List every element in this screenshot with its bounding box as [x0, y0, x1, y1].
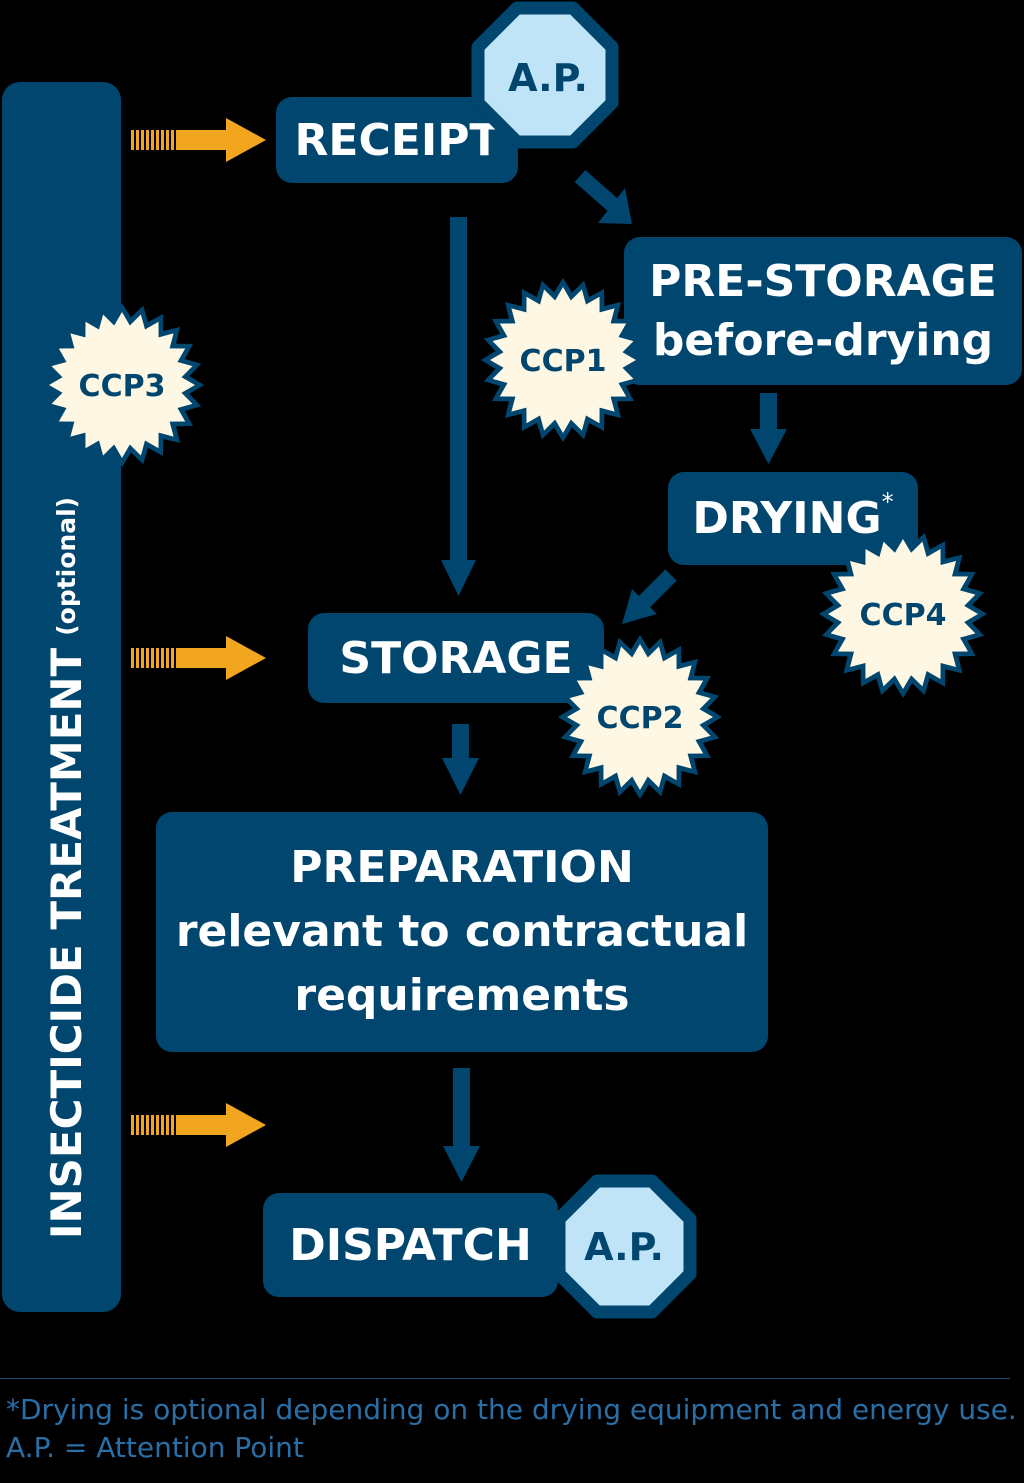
ap-octagon-bottom: [552, 1174, 697, 1319]
ccp4-badge: CCP4: [819, 530, 987, 698]
dispatch-label: DISPATCH: [289, 1219, 532, 1271]
ccp4-label: CCP4: [860, 598, 947, 633]
receipt-label: RECEIPT: [294, 114, 500, 166]
preparation-box: PREPARATION relevant to contractual requ…: [156, 812, 768, 1052]
ccp3-label: CCP3: [79, 369, 166, 404]
drying-label: DRYING: [692, 493, 882, 544]
drying-box: DRYING *: [668, 472, 918, 565]
pre-storage-sublabel: before-drying: [652, 315, 994, 366]
ccp4-burst-fill: [828, 539, 978, 689]
ccp1-label: CCP1: [520, 344, 607, 379]
ap-badge-bottom: A.P.: [552, 1174, 697, 1319]
ap-bottom-label: A.P.: [584, 1225, 664, 1269]
ccp1-burst-fill: [490, 287, 636, 433]
pre-storage-box: PRE-STORAGE before-drying: [624, 237, 1022, 385]
arrow-storage-to-preparation: [442, 724, 479, 795]
footnote-divider: [0, 1378, 1010, 1379]
ccp2-label: CCP2: [597, 701, 684, 736]
storage-label: STORAGE: [339, 632, 573, 684]
ccp1-badge: CCP1: [481, 278, 645, 442]
ap-octagon-top: [471, 1, 619, 149]
preparation-line-2: relevant to contractual: [175, 906, 749, 958]
ccp2-badge: CCP2: [558, 635, 722, 799]
arrow-receipt-to-storage: [441, 217, 476, 596]
orange-arrow-top: [131, 118, 266, 162]
orange-arrow-middle: [131, 636, 266, 680]
ccp3-badge: CCP3: [40, 303, 204, 467]
arrow-preparation-to-dispatch: [443, 1068, 480, 1182]
ccp3-burst-fill: [49, 312, 195, 458]
ap-top-label: A.P.: [508, 56, 588, 100]
ap-badge-top: A.P.: [471, 1, 619, 149]
drying-footnote-mark: *: [881, 488, 894, 516]
pre-storage-label: PRE-STORAGE: [649, 255, 997, 307]
dispatch-box: DISPATCH: [263, 1193, 558, 1297]
storage-box: STORAGE: [308, 613, 604, 703]
footnote-line-1: *Drying is optional depending on the dry…: [6, 1393, 1017, 1426]
arrow-receipt-to-prestorage: [574, 170, 632, 224]
orange-arrow-bottom: [131, 1103, 266, 1147]
arrow-drying-to-storage: [622, 569, 677, 624]
preparation-line-3: requirements: [294, 969, 630, 1021]
preparation-label: PREPARATION: [290, 842, 634, 894]
arrow-prestorage-to-drying: [750, 393, 787, 464]
footnote-line-2: A.P. = Attention Point: [6, 1431, 304, 1464]
insecticide-sidebar: [2, 82, 121, 1312]
ccp2-burst-fill: [567, 644, 713, 790]
